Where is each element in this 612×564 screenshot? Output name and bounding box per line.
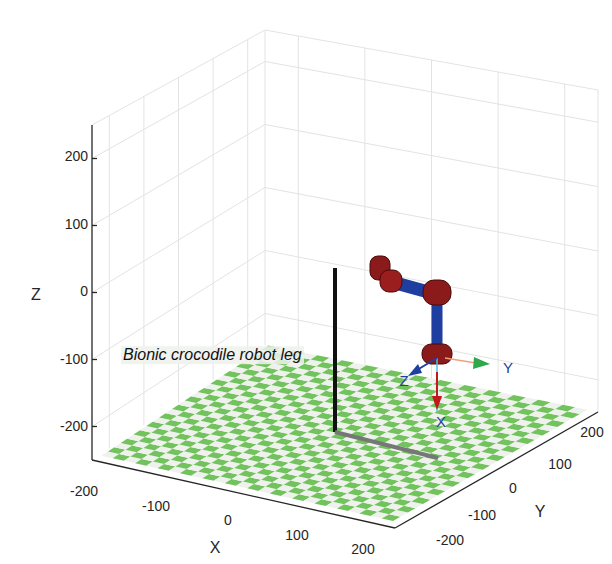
frame-arrow [432,396,442,410]
tick-label: -100 [142,499,170,514]
axis-label: Y [535,503,546,521]
tick-label: 200 [580,425,603,440]
tick-label: -200 [70,484,98,499]
grid-line [265,30,266,345]
robot-leg [335,256,490,458]
axes-grid [92,30,598,449]
frame-arrow [473,357,490,369]
tick-label: -200 [60,419,88,434]
tick-label: -200 [436,533,464,548]
tick-label: 100 [285,528,308,543]
tick-label: 100 [548,457,571,472]
frame-axis [445,358,476,363]
frame-label: Z [399,373,408,390]
grid-line [92,30,598,125]
ground-shadow [335,432,438,458]
tick-label: 200 [65,149,88,164]
grid-line [92,314,598,427]
plot-title: Bionic crocodile robot leg [121,346,304,364]
grid-line [598,90,599,412]
grid-line [564,84,565,405]
grid-line [213,59,214,380]
grid-line [247,40,248,357]
tick-label: 200 [351,542,374,557]
axis-line [92,225,97,226]
frame-axis [436,372,438,398]
tick-label: 0 [509,481,517,496]
axis-lines [92,125,598,528]
frame-arrow [408,364,422,376]
checker-floor [102,345,588,521]
axis-line [395,412,598,528]
axis-line [92,158,97,159]
axis-line [92,359,97,360]
joint [380,270,402,292]
axis-label: Z [31,286,41,304]
axis-line [92,426,97,427]
tick-label: 0 [80,284,88,299]
support-post [333,268,337,432]
tick-label: -100 [468,508,496,523]
tick-label: 100 [65,217,88,232]
frame-label: Y [503,360,513,377]
floor-tile [568,407,588,414]
frame-axis [417,358,437,370]
grid-line [498,72,499,392]
axis-line [92,292,97,293]
grid-line [92,125,598,226]
tick-label: -100 [60,352,88,367]
joint [423,280,451,305]
grid-line [92,251,598,360]
axis-line [92,460,395,528]
tick-label: 0 [224,513,232,528]
axis-label: X [210,539,221,557]
frame-label: X [436,414,446,431]
grid-line [92,188,598,293]
